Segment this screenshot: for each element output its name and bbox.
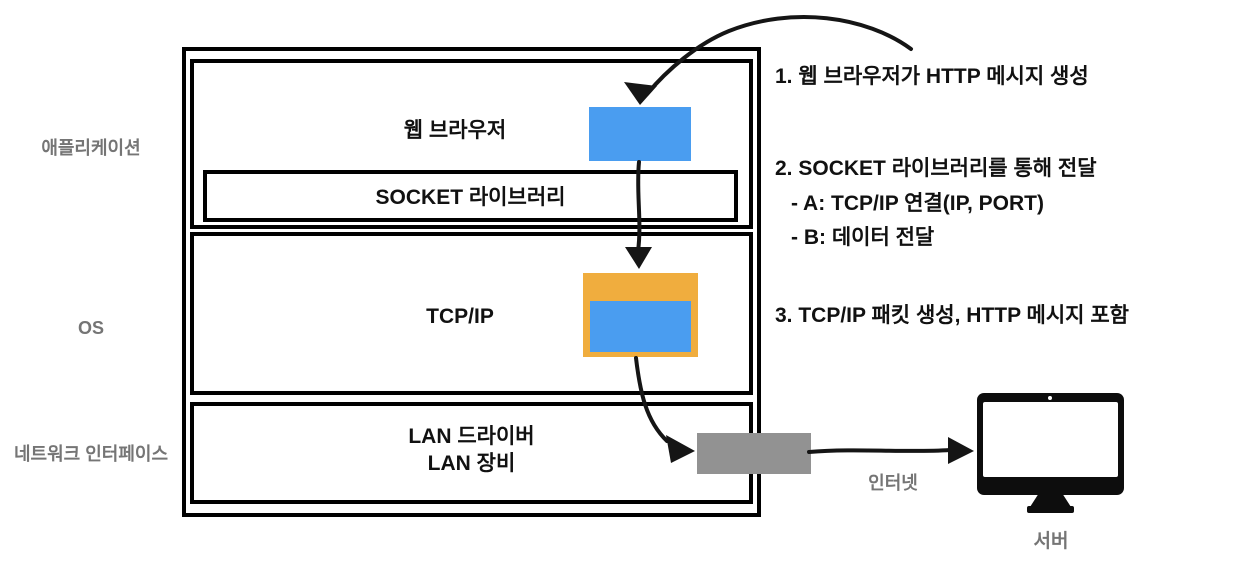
lan-labels: LAN 드라이버 LAN 장비: [190, 423, 753, 477]
annotation-step-3: 3. TCP/IP 패킷 생성, HTTP 메시지 포함: [775, 304, 1129, 327]
monitor-base: [1027, 506, 1074, 513]
internet-label: 인터넷: [868, 473, 918, 493]
monitor-stand: [1030, 493, 1071, 507]
lan-driver-label: LAN 드라이버: [408, 425, 535, 448]
annotation-step-2a: - A: TCP/IP 연결(IP, PORT): [791, 192, 1044, 215]
protocol-stack-box: [182, 47, 761, 517]
http-message-box: [589, 107, 691, 161]
arrow-lan-to-server-icon: [807, 437, 974, 464]
tcp-packet-payload-box: [590, 301, 691, 352]
annotation-step-1: 1. 웹 브라우저가 HTTP 메시지 생성: [775, 65, 1089, 88]
layer-label-os: OS: [77, 318, 104, 338]
monitor-screen: [983, 402, 1118, 477]
server-label: 서버: [1033, 531, 1069, 552]
monitor-camera-dot: [1048, 396, 1052, 400]
tcp-packet-box: [583, 273, 698, 357]
lan-equipment-label: LAN 장비: [427, 452, 516, 475]
tcpip-label: TCP/IP: [426, 305, 494, 328]
layer-label-network-interface: 네트워크 인터페이스: [13, 444, 169, 464]
layer-label-application: 애플리케이션: [41, 138, 141, 158]
lan-frame-box: [697, 433, 811, 474]
socket-library-label: SOCKET 라이브러리: [375, 186, 566, 209]
os-section: [190, 232, 753, 395]
web-browser-label: 웹 브라우저: [403, 119, 507, 142]
application-section: [190, 59, 753, 229]
annotation-step-2: 2. SOCKET 라이브러리를 통해 전달: [775, 157, 1097, 180]
socket-library-box: SOCKET 라이브러리: [203, 170, 738, 222]
server-monitor-icon: [977, 393, 1124, 514]
annotation-step-2b: - B: 데이터 전달: [791, 226, 935, 249]
